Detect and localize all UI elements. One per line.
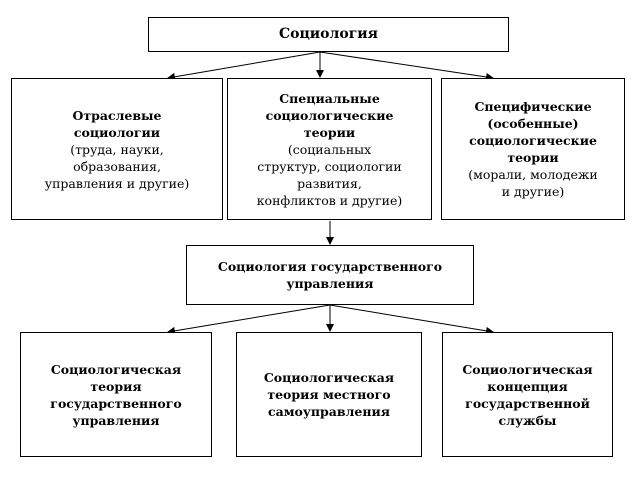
local-self-government-theory-line-1: Социологическая bbox=[263, 370, 395, 385]
specific-theories-title-2: (особенные) bbox=[487, 116, 579, 131]
public-administration-sociology-title-2: управления bbox=[286, 276, 374, 291]
special-theories-title-2: социологические bbox=[265, 107, 394, 123]
special-theories-title-1: Специальные bbox=[279, 90, 380, 106]
industry-sociologies-text-1: (труда, науки, bbox=[70, 141, 164, 157]
specific-theories-title-3: социологические bbox=[469, 133, 597, 148]
industry-sociologies-title-2: социологии bbox=[73, 124, 161, 140]
industry-sociologies-box: Отраслевые социологии (труда, науки, обр… bbox=[11, 78, 223, 220]
specific-theories-box: Специфические (особенные) социологически… bbox=[441, 78, 625, 220]
special-theories-text-1: (социальных bbox=[287, 141, 372, 157]
specific-theories-title-1: Специфические bbox=[474, 99, 592, 114]
root-box: Социология bbox=[148, 17, 509, 52]
industry-sociologies-text-2: образования, bbox=[73, 158, 161, 174]
specific-theories-title-4: теории bbox=[507, 150, 559, 165]
arrow-middle-to-left bbox=[167, 304, 331, 335]
industry-sociologies-text-3: управления и другие) bbox=[44, 175, 190, 191]
local-self-government-theory-line-3: самоуправления bbox=[267, 404, 390, 419]
special-theories-text-3: развития, bbox=[297, 175, 362, 191]
state-governance-theory-box: Социологическая теория государственного … bbox=[20, 332, 212, 457]
civil-service-concept-line-3: государственной bbox=[465, 395, 590, 411]
civil-service-concept-line-4: службы bbox=[498, 412, 557, 428]
state-governance-theory-line-1: Социологическая bbox=[50, 361, 182, 377]
local-self-government-theory-line-2: теория местного bbox=[267, 387, 391, 402]
special-theories-box: Специальные социологические теории (соци… bbox=[227, 78, 432, 220]
civil-service-concept-line-2: концепция bbox=[487, 378, 568, 394]
arrow-root-to-left bbox=[167, 51, 321, 81]
public-administration-sociology-title-1: Социология государственного bbox=[217, 259, 443, 274]
state-governance-theory-line-2: теория bbox=[90, 378, 142, 394]
state-governance-theory-line-4: управления bbox=[72, 412, 160, 428]
special-theories-title-3: теории bbox=[303, 124, 356, 140]
root-title: Социология bbox=[278, 26, 379, 42]
state-governance-theory-line-3: государственного bbox=[50, 395, 182, 411]
arrow-middle-to-right bbox=[329, 304, 494, 335]
civil-service-concept-box: Социологическая концепция государственно… bbox=[442, 332, 613, 457]
public-administration-sociology-box: Социология государственного управления bbox=[186, 245, 474, 305]
industry-sociologies-title-1: Отраслевые bbox=[72, 107, 162, 123]
local-self-government-theory-box: Социологическая теория местного самоупра… bbox=[236, 332, 422, 457]
arrow-root-to-right bbox=[319, 51, 494, 81]
special-theories-text-4: конфликтов и другие) bbox=[256, 192, 403, 208]
special-theories-text-2: структур, социологии bbox=[257, 158, 402, 174]
civil-service-concept-line-1: Социологическая bbox=[462, 361, 593, 377]
specific-theories-text-2: и другие) bbox=[501, 184, 565, 199]
specific-theories-text-1: (морали, молодежи bbox=[468, 167, 598, 182]
